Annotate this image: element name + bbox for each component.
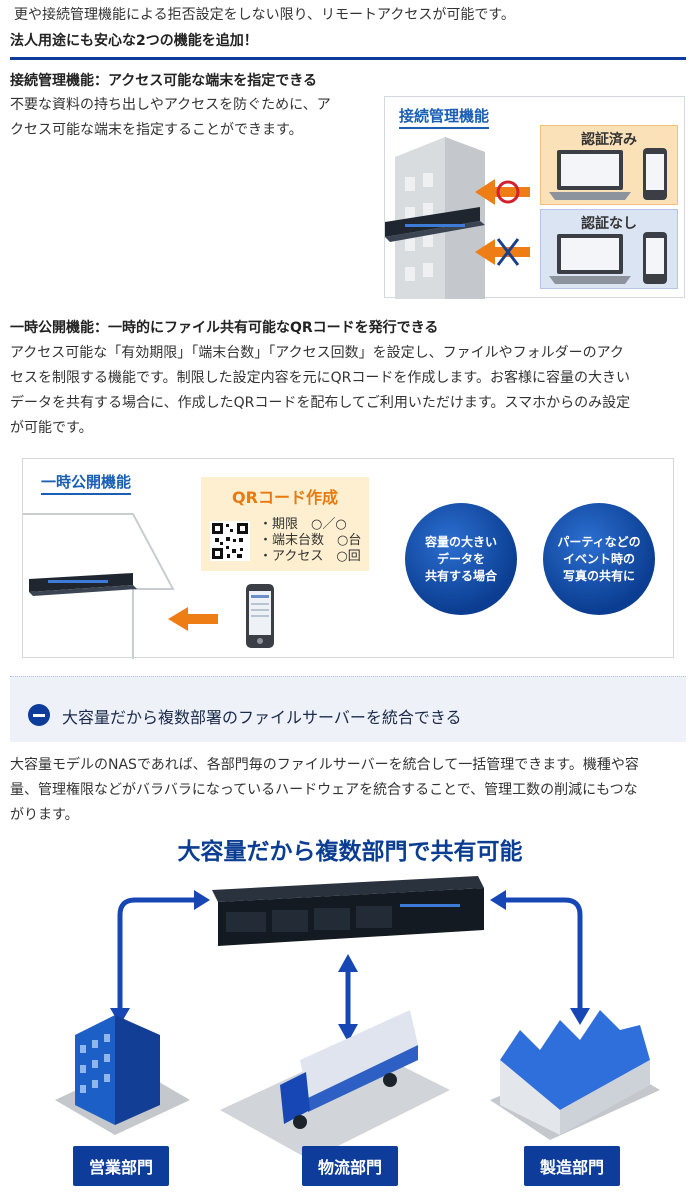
approved-label: 認証済み (581, 132, 637, 148)
temporary-body-1: アクセス可能な「有効期限」「端末台数」「アクセス回数」を設定し、ファイルやフォル… (10, 345, 624, 361)
consolidation-body-1: 大容量モデルのNASであれば、各部門毎のファイルサーバーを統合して一括管理できま… (10, 757, 639, 773)
consolidation-body-2: 量、管理権限などがバラバラになっているハードウェアを統合することで、管理工数の削… (10, 782, 638, 798)
department-sales: 営業部門 (73, 1146, 169, 1186)
unapproved-label: 認証なし (581, 216, 637, 232)
temporary-title: 一時公開機能：一時的にファイル共有可能なQRコードを発行できる (10, 320, 439, 336)
temporary-body-4: が可能です。 (10, 420, 93, 436)
building-outline-illustration (23, 513, 218, 659)
department-logistics: 物流部門 (302, 1146, 398, 1186)
building-nas-illustration (385, 137, 485, 299)
use-case-event-photos: パーティなどの イベント時の 写真の共有に (543, 503, 655, 615)
temporary-body-2: セスを制限する機能です。制限した設定内容を元にQRコードを作成します。お客様に容… (10, 370, 630, 386)
laptop-phone-icon (549, 148, 667, 200)
heading-rule (10, 57, 686, 60)
temporary-diagram-title: 一時公開機能 (41, 471, 132, 495)
features-heading: 法人用途にも安心な2つの機能を追加！ (10, 33, 258, 49)
use-case-large-data: 容量の大きい データを 共有する場合 (405, 503, 517, 615)
temporary-diagram: 一時公開機能 QRコード作成 ・期限 ○／○ ・ (22, 458, 674, 659)
approved-device-box: 認証済み (540, 125, 678, 205)
connection-title: 接続管理機能：アクセス可能な端末を指定できる (10, 73, 318, 89)
temporary-body-3: データを共有する場合に、作成したQRコードを配布してご利用いただけます。スマホか… (10, 395, 631, 411)
connection-diagram-title: 接続管理機能 (399, 105, 490, 129)
collapse-icon[interactable] (28, 704, 50, 726)
connection-diagram: 接続管理機能 認証済み 認証なし (384, 96, 685, 299)
consolidation-body-3: がります。 (10, 807, 79, 823)
allowed-arrow-icon (475, 179, 530, 266)
departments-illustration (55, 876, 660, 1160)
connection-body-1: 不要な資料の持ち出しやアクセスを防ぐために、ア (10, 97, 331, 113)
qr-item-expiry: ・期限 ○／○ (259, 517, 347, 532)
qr-creation-box: QRコード作成 ・期限 ○／○ ・端末台数 ○台 ・アクセス ○回 (201, 477, 369, 571)
unapproved-device-box: 認証なし (540, 209, 678, 289)
accordion-label: 大容量だから複数部署のファイルサーバーを統合できる (62, 708, 462, 727)
qr-item-access: ・アクセス ○回 (259, 549, 361, 564)
figure-title: 大容量だから複数部門で共有可能 (177, 839, 523, 865)
consolidation-accordion-header[interactable]: 大容量だから複数部署のファイルサーバーを統合できる (10, 676, 686, 742)
department-manufacturing: 製造部門 (524, 1146, 620, 1186)
laptop-phone-icon (549, 232, 667, 284)
smartphone-icon (246, 584, 274, 648)
intro-line: 更や接続管理機能による拒否設定をしない限り、リモートアクセスが可能です。 (14, 7, 515, 23)
qr-item-devices: ・端末台数 ○台 (259, 533, 362, 548)
qr-code-icon (210, 521, 250, 561)
connection-body-2: クセス可能な端末を指定することができます。 (10, 122, 303, 138)
qr-title: QRコード作成 (232, 488, 338, 507)
